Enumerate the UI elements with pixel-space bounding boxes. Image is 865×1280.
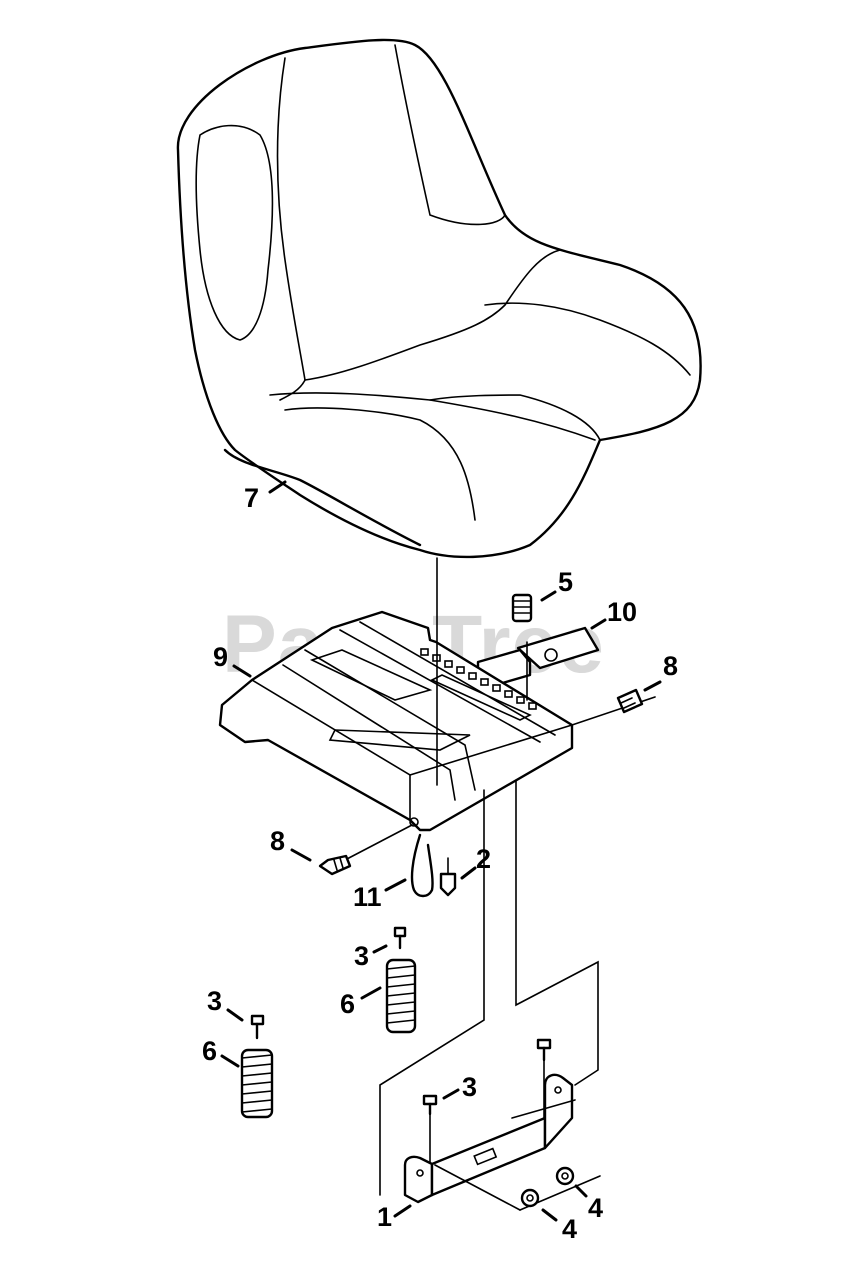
spring-mid xyxy=(385,958,417,1034)
clip xyxy=(410,833,434,898)
bolt-left-line xyxy=(344,824,413,861)
callout-7: 7 xyxy=(244,483,259,513)
spring-guide-line-right xyxy=(515,779,599,1086)
callout-3-left: 3 xyxy=(207,986,222,1016)
spring-left xyxy=(240,1048,274,1119)
callout-8-left: 8 xyxy=(270,826,285,856)
pin xyxy=(439,857,457,897)
spring-top xyxy=(511,593,533,623)
nut-right xyxy=(555,1166,575,1186)
callout-5: 5 xyxy=(558,567,573,597)
callout-9: 9 xyxy=(213,642,228,672)
screw-left xyxy=(250,1014,265,1040)
callout-10: 10 xyxy=(607,597,637,627)
leader-lines xyxy=(220,480,662,1222)
callout-6-left: 6 xyxy=(202,1036,217,1066)
base-bracket xyxy=(403,1073,601,1211)
spring-guide-line-left xyxy=(379,789,485,1196)
seat xyxy=(176,38,702,559)
bolt-right xyxy=(616,688,644,714)
callout-3-base: 3 xyxy=(462,1072,477,1102)
callout-3-mid: 3 xyxy=(354,941,369,971)
callout-8-right: 8 xyxy=(663,651,678,681)
callout-2: 2 xyxy=(476,844,491,874)
nut-bottom xyxy=(520,1188,540,1208)
screw-mid xyxy=(393,926,407,950)
adjustment-slots xyxy=(420,648,537,710)
callout-6-mid: 6 xyxy=(340,989,355,1019)
bolt-left xyxy=(318,854,352,876)
callout-4-bottom: 4 xyxy=(562,1214,577,1244)
callout-4-right: 4 xyxy=(588,1193,603,1223)
callout-1: 1 xyxy=(377,1202,392,1232)
seat-plate xyxy=(218,610,574,832)
callout-11: 11 xyxy=(353,882,382,912)
bolt-right-line xyxy=(571,696,656,726)
